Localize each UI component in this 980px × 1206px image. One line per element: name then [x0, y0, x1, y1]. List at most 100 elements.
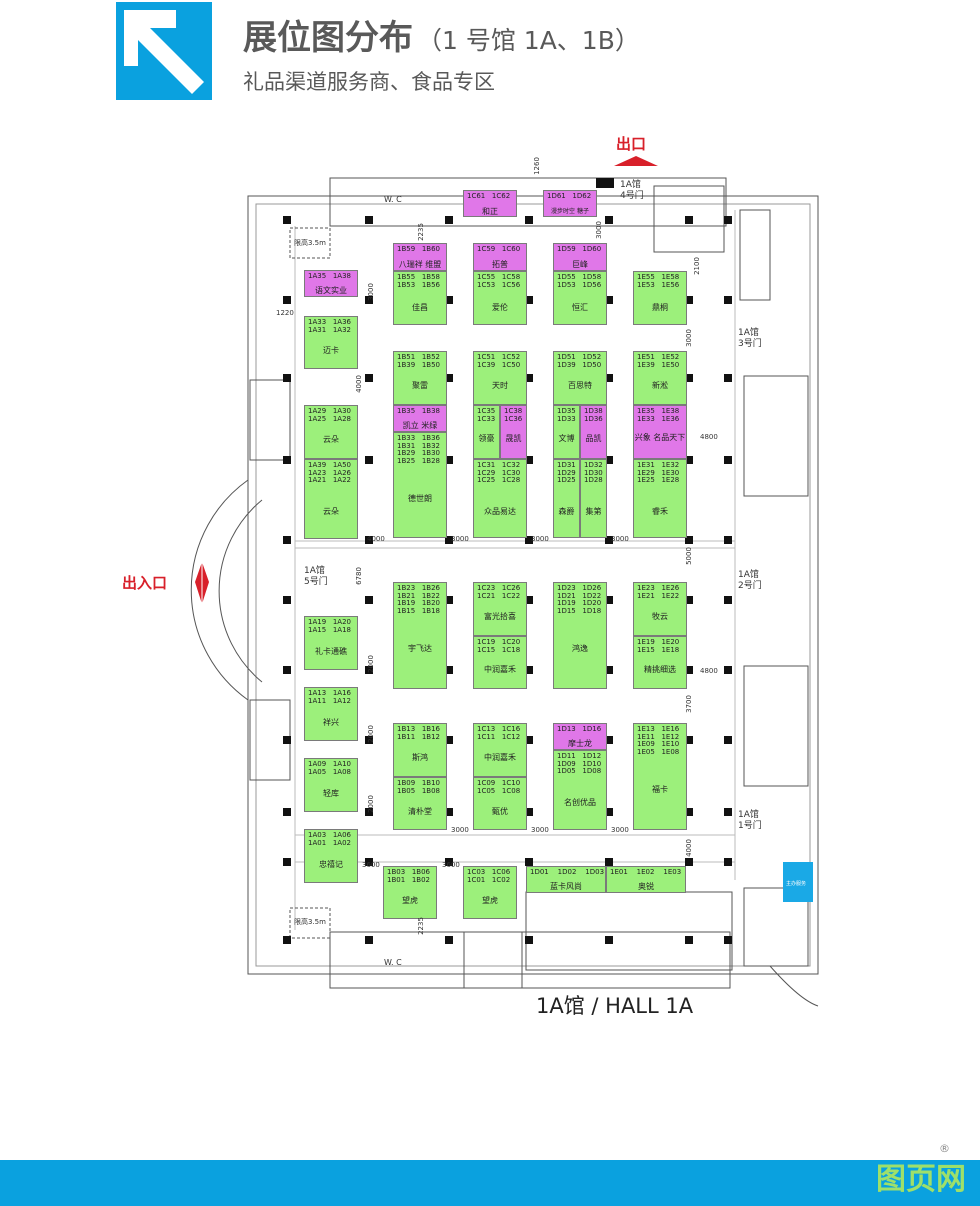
column-marker	[685, 536, 693, 544]
booth-codes: 1D23 1D26 1D21 1D22 1D19 1D20 1D15 1D18	[557, 584, 602, 615]
column-marker	[445, 666, 453, 674]
booth-codes: 1A19 1A20 1A15 1A18	[308, 618, 351, 634]
column-marker	[724, 736, 732, 744]
booth-codes: 1C61 1C62	[467, 192, 511, 200]
booth-name: 忠禧记	[319, 860, 343, 869]
column-marker	[283, 666, 291, 674]
column-marker	[605, 936, 613, 944]
entrance-exit-label: 出入口	[122, 574, 168, 592]
booth-codes: 1B13 1B16 1B11 1B12	[397, 725, 441, 741]
column-marker	[365, 456, 373, 464]
dimension-label: 2235	[416, 917, 425, 935]
column-marker	[445, 374, 453, 382]
column-marker	[685, 216, 693, 224]
dimension-label: 4800	[700, 667, 718, 675]
column-marker	[445, 536, 453, 544]
column-marker	[605, 736, 613, 744]
booth-codes: 1E19 1E20 1E15 1E18	[637, 638, 680, 654]
column-marker	[445, 216, 453, 224]
booth-codes: 1E23 1E26 1E21 1E22	[637, 584, 680, 600]
booth-name: 德世朗	[408, 494, 432, 503]
booth-codes: 1A35 1A38	[308, 272, 351, 280]
booth-codes: 1C03 1C06 1C01 1C02	[467, 868, 511, 884]
booth-1d31[interactable]: 1D31 1D29 1D25 森爵	[553, 459, 580, 538]
column-marker	[525, 736, 533, 744]
booth-codes: 1D31 1D29 1D25	[557, 461, 576, 484]
watermark-logo: 图页网	[876, 1162, 966, 1197]
column-marker	[525, 216, 533, 224]
booth-name: 福卡	[652, 785, 668, 794]
booth-codes: 1D13 1D16	[557, 725, 602, 733]
column-marker	[283, 808, 291, 816]
column-marker	[605, 456, 613, 464]
dimension-label: 1220	[276, 309, 294, 317]
booth-name: 斯鸿	[412, 753, 428, 762]
dimension-label: 4000	[684, 839, 693, 857]
booth-name: 奥锐	[638, 882, 654, 891]
booth-codes: 1B59 1B60	[397, 245, 441, 253]
booth-name: 品凯	[585, 434, 602, 443]
page-title-sub: （1 号馆 1A、1B）	[417, 26, 640, 55]
booth-codes: 1E35 1E38 1E33 1E36	[637, 407, 680, 423]
booth-name: 巨峰	[572, 260, 588, 269]
booth-1b13[interactable]: 1B13 1B16 1B11 1B12 斯鸿	[393, 723, 447, 777]
column-marker	[283, 858, 291, 866]
booth-1e13[interactable]: 1E13 1E16 1E11 1E12 1E09 1E10 1E05 1E08 福…	[633, 723, 687, 830]
booth-name: 名创优品	[564, 798, 596, 807]
booth-name: 森爵	[558, 507, 575, 516]
booth-name: 牧云	[652, 612, 668, 621]
column-marker	[525, 858, 533, 866]
booth-codes: 1D51 1D52 1D39 1D50	[557, 353, 602, 369]
column-marker	[365, 596, 373, 604]
booth-codes: 1E13 1E16 1E11 1E12 1E09 1E10 1E05 1E08	[637, 725, 680, 756]
page-title: 展位图分布（1 号馆 1A、1B）	[243, 18, 640, 58]
column-marker	[365, 936, 373, 944]
booth-1e23[interactable]: 1E23 1E26 1E21 1E22 牧云	[633, 582, 687, 636]
